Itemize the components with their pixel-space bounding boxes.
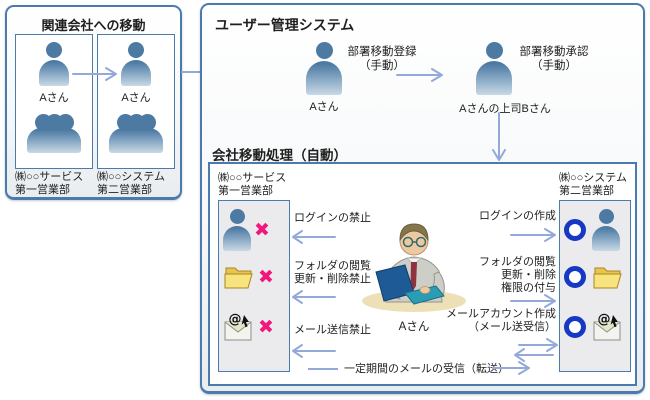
action-line: 権限の付与	[501, 282, 556, 294]
arrow-left-icon	[292, 230, 336, 244]
arrow-right-icon	[72, 67, 117, 81]
arrow-left-icon	[292, 290, 336, 304]
step1-action-label: 部署移動登録 （手動）	[340, 45, 424, 73]
mail-grant-row: @	[564, 311, 624, 343]
prohibit-x-icon: ✖	[254, 219, 270, 241]
login-grant-label: ログインの作成	[479, 210, 556, 222]
person-icon	[476, 42, 512, 95]
process-right-org-caption: ㈱○○システム 第二営業部	[559, 172, 627, 198]
action-line: フォルダの閲覧	[294, 260, 371, 272]
action-line: フォルダの閲覧	[479, 256, 556, 268]
org-box-source: Aさん	[15, 34, 93, 169]
person-a-label: Aさん	[121, 92, 151, 104]
company-name: ㈱○○システム	[559, 172, 627, 184]
company-name: ㈱○○サービス	[15, 171, 84, 183]
login-prohibit-row: ✖	[223, 209, 270, 251]
new-account-box: @	[559, 200, 631, 372]
worker-illustration	[362, 223, 466, 312]
target-org-caption: ㈱○○システム 第二営業部	[97, 171, 165, 197]
dept-name: 第二営業部	[97, 184, 152, 196]
svg-text:@: @	[229, 312, 242, 327]
person-a-label: Aさん	[39, 92, 69, 104]
arrow-right-icon	[396, 68, 443, 82]
step2-person-label: Aさんの上司Bさん	[459, 103, 551, 115]
mail-grant-label: メールアカウント作成 （メール送受信）	[432, 308, 556, 334]
login-grant-row	[564, 209, 620, 251]
main-panel-title: ユーザー管理システム	[215, 17, 355, 33]
folder-icon	[224, 267, 253, 289]
prohibit-x-icon: ✖	[258, 316, 274, 338]
company-name: ㈱○○サービス	[218, 172, 287, 184]
action-line: （メール送受信）	[468, 321, 556, 333]
permit-circle-icon	[564, 266, 586, 288]
group-icon	[27, 114, 81, 153]
step1-person-label: Aさん	[309, 101, 339, 113]
permit-circle-icon	[564, 219, 586, 241]
arrow-left-icon	[514, 348, 554, 362]
dept-name: 第一営業部	[218, 185, 273, 197]
line-segment	[308, 368, 338, 370]
action-line: （手動）	[531, 60, 577, 72]
arrow-left-icon	[292, 344, 336, 358]
process-left-org-caption: ㈱○○サービス 第一営業部	[218, 172, 286, 198]
person-icon	[306, 42, 342, 95]
arrow-right-icon	[492, 361, 530, 375]
arrow-down-icon	[492, 112, 506, 161]
old-account-box: ✖ ✖ @ ✖	[218, 200, 290, 372]
login-prohibit-label: ログインの禁止	[294, 212, 371, 224]
arrow-right-icon	[518, 338, 558, 352]
mail-prohibit-label: メール送信禁止	[294, 324, 371, 336]
action-line: 更新・削除	[501, 269, 556, 281]
svg-text:@: @	[598, 312, 611, 327]
action-line: メールアカウント作成	[446, 308, 556, 320]
company-name: ㈱○○システム	[97, 171, 165, 183]
arrow-right-icon	[510, 228, 556, 242]
mail-prohibit-row: @ ✖	[223, 311, 274, 343]
left-panel-title: 関連会社への移動	[41, 18, 146, 33]
person-icon	[121, 42, 151, 86]
folder-grant-row	[564, 261, 624, 293]
panel-related-company-transfer: 関連会社への移動 Aさん Aさん ㈱○○サービス 第一営業部 ㈱○○システム 第…	[5, 5, 182, 200]
step2-action-label: 部署移動承認 （手動）	[508, 45, 600, 73]
mail-icon: @	[224, 312, 252, 341]
center-person-label: Aさん	[398, 321, 430, 333]
dept-name: 第一営業部	[15, 184, 70, 196]
permit-circle-icon	[564, 316, 586, 338]
mail-forwarding-label: 一定期間のメールの受信（転送）	[344, 363, 509, 375]
prohibit-x-icon: ✖	[258, 266, 274, 288]
action-line: 部署移動承認	[519, 46, 589, 58]
arrow-right-icon	[510, 294, 556, 308]
mail-icon: @	[593, 312, 621, 341]
source-org-caption: ㈱○○サービス 第一営業部	[15, 171, 83, 197]
action-line: 更新・削除禁止	[294, 273, 371, 285]
person-icon	[39, 42, 69, 86]
folder-grant-label: フォルダの閲覧 更新・削除 権限の付与	[448, 256, 556, 295]
person-icon	[592, 209, 620, 251]
action-line: 部署移動登録	[347, 46, 417, 58]
action-line: （手動）	[359, 60, 405, 72]
person-icon	[223, 209, 251, 251]
company-transfer-process-box: ㈱○○サービス 第一営業部 ㈱○○システム 第二営業部 ✖ ✖	[208, 162, 637, 386]
folder-prohibit-label: フォルダの閲覧 更新・削除禁止	[294, 260, 371, 286]
panel-user-management-system: ユーザー管理システム 部署移動登録 （手動） Aさん 部署移動承認 （手動） A…	[200, 3, 645, 394]
folder-prohibit-row: ✖	[223, 261, 274, 293]
dept-name: 第二営業部	[559, 185, 614, 197]
process-box-title: 会社移動処理（自動）	[212, 148, 347, 163]
org-box-target: Aさん	[97, 34, 175, 169]
folder-icon	[593, 267, 622, 289]
group-icon	[109, 114, 163, 153]
